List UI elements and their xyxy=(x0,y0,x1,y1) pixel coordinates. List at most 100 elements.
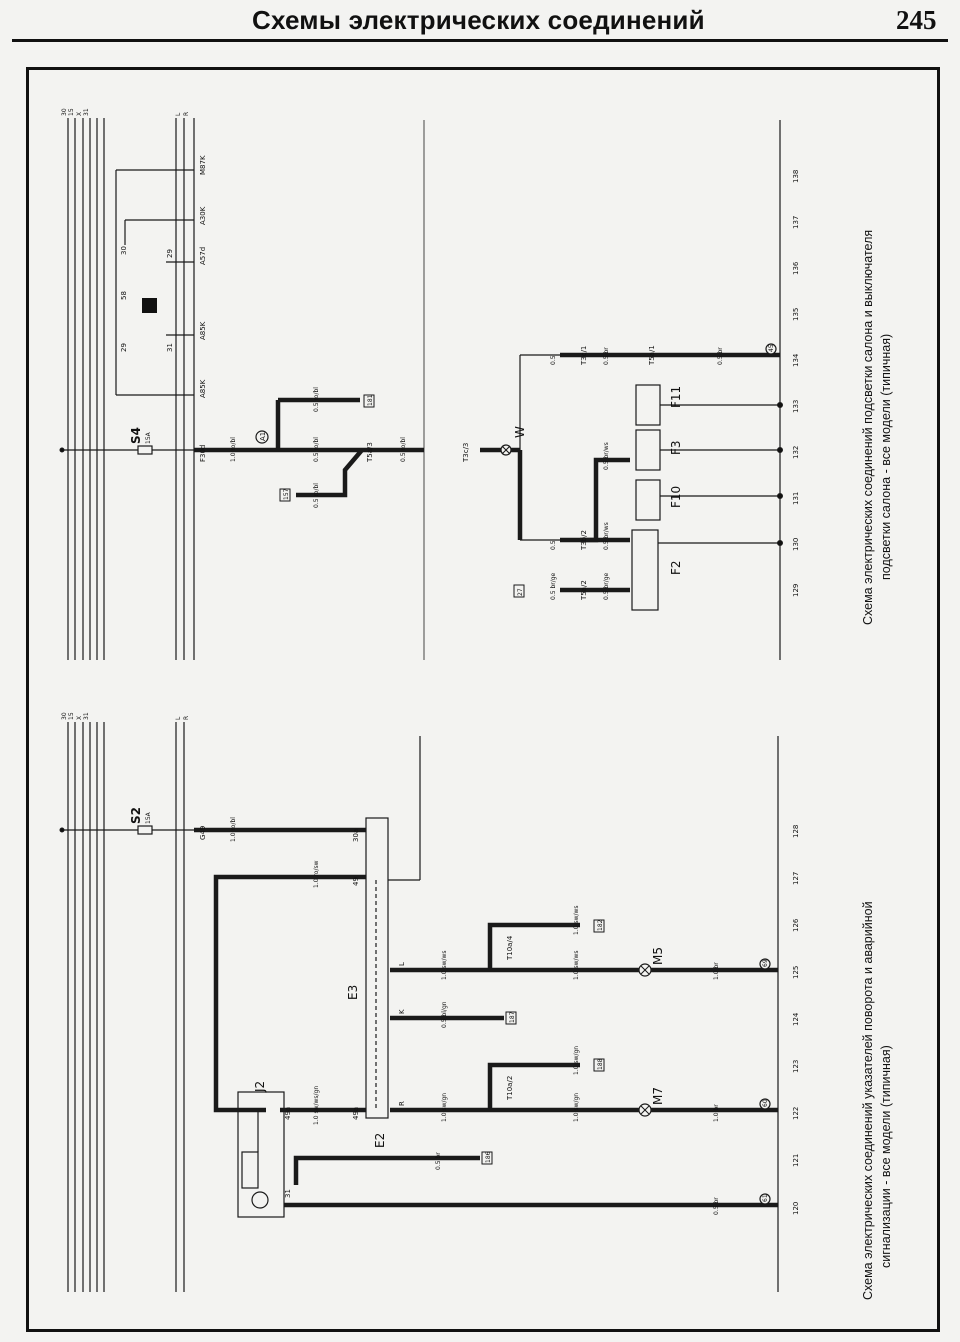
left-caption: Схема электрических соединений указателе… xyxy=(861,901,893,1300)
bus-label: 31 xyxy=(83,108,90,116)
wire-label: 0.5 ro/bl xyxy=(400,437,407,462)
relay-label: J2 xyxy=(253,1081,267,1093)
wire-label: 0.5 br/ge xyxy=(603,572,610,600)
ref-label: 27 xyxy=(517,588,524,596)
ground-label: 45 xyxy=(768,344,775,352)
wire-label: 1.0 ro/bl xyxy=(230,817,237,842)
ref-label: 188 xyxy=(597,1058,604,1070)
plug-label: T3c/3 xyxy=(462,443,470,463)
wire-label: 0.5 ro/bl xyxy=(313,387,320,412)
terminal-label: 30a xyxy=(352,829,360,842)
bus-label: R xyxy=(183,112,190,116)
switch-labels: F2 F10 F3 F11 xyxy=(669,386,683,575)
caption-line: Схема электрических соединений подсветки… xyxy=(861,230,875,625)
wire-label: 0.5 br xyxy=(713,1197,720,1215)
terminal-label: 30 xyxy=(120,246,128,255)
grid-number: 121 xyxy=(792,1154,800,1167)
connector-label: A57d xyxy=(199,247,207,265)
left-terminal-labels: 30a 49 49a 49a 31 L K R xyxy=(284,829,406,1198)
left-ref-boxes xyxy=(481,919,605,1165)
left-bus-lines xyxy=(67,722,779,1292)
switch-label: F3 xyxy=(669,440,683,455)
fuse-label: S2 xyxy=(129,807,143,824)
ref-label: 187 xyxy=(509,1011,516,1023)
wire-label: 1.0 sw/ws xyxy=(573,905,580,935)
right-caption: Схема электрических соединений подсветки… xyxy=(861,230,893,625)
lamps-m5-m7 xyxy=(638,963,652,1117)
caption-line: Схема электрических соединений указателе… xyxy=(861,901,875,1300)
node-a1 xyxy=(255,430,269,444)
terminal-label: 31 xyxy=(284,1189,292,1198)
grid-number: 137 xyxy=(792,216,800,229)
lamp-w xyxy=(500,444,512,456)
fuse-label: S4 xyxy=(129,427,143,444)
grid-number: 134 xyxy=(792,353,800,367)
grid-number: 135 xyxy=(792,308,800,321)
feed-label: F30d xyxy=(199,445,207,462)
connector-label: A85K xyxy=(199,321,207,340)
plug-label: T3b/2 xyxy=(580,530,588,551)
left-heavy-wires xyxy=(194,827,778,1208)
right-grid-numbers: 129 130 131 132 133 134 135 136 137 138 xyxy=(792,170,800,597)
terminal-label: 49a xyxy=(352,1107,360,1120)
right-plug-labels: T5a/3 T3c/3 T5a/2 T5a/1 T3b/2 T3c/1 xyxy=(366,345,656,601)
bus-label: 30 xyxy=(61,712,68,720)
grid-number: 131 xyxy=(792,492,800,505)
ground-label: 69 xyxy=(762,959,769,967)
ground-label: 61 xyxy=(762,1194,769,1202)
bus-label: X xyxy=(76,112,83,116)
connector-label: A85K xyxy=(199,379,207,398)
connector-label: A30K xyxy=(199,206,207,225)
wire-label: 0.5 br xyxy=(603,347,610,365)
right-ref-labels: 181 157 27 xyxy=(283,394,524,596)
bus-label: L xyxy=(175,112,182,116)
fuse-s2-labels: S2 15A G49 xyxy=(129,807,207,840)
ref-label: 157 xyxy=(283,488,290,500)
grid-number: 130 xyxy=(792,538,800,551)
terminal-label: R xyxy=(398,1101,406,1106)
grid-number: 128 xyxy=(792,825,800,838)
wire-label: 1.0 sw/gn xyxy=(573,1093,580,1122)
lamp-label: M7 xyxy=(651,1087,665,1105)
wire-label: 1.0 br xyxy=(713,1104,720,1122)
wire-label: 0.5 ro/bl xyxy=(313,483,320,508)
diagram-frame xyxy=(26,67,940,1332)
right-switches xyxy=(631,384,780,611)
wire-label: 1.0 sw/ws xyxy=(573,950,580,980)
switch-label: E2 xyxy=(373,1133,387,1148)
switch-label: F2 xyxy=(669,560,683,575)
grid-number: 138 xyxy=(792,170,800,183)
ref-label: 186 xyxy=(485,1151,492,1163)
wire-label: 1.0 sw/gn xyxy=(573,1046,580,1075)
grid-number: 122 xyxy=(792,1107,800,1120)
terminal-label: 49 xyxy=(352,877,360,886)
wire-label: 0.5 br/ws xyxy=(603,442,610,470)
wire-label: 1.0 sw/gn xyxy=(441,1093,448,1122)
right-feed-wires xyxy=(194,352,780,593)
lamp-label: M5 xyxy=(651,947,665,965)
right-ref-boxes xyxy=(279,394,525,598)
left-ground-points xyxy=(759,958,771,1205)
ground-label: 60 xyxy=(762,1099,769,1107)
bus-label: 30 xyxy=(61,108,68,116)
wire-label: 1.0 br xyxy=(713,962,720,980)
bus-label: 15 xyxy=(68,108,75,116)
fuse-s4-labels: S4 15A xyxy=(129,427,152,444)
wire-label: 1.0 ro/sw xyxy=(313,860,320,888)
right-connector-labels: A85K A85K A57d A30K M87K 29 58 30 31 29 … xyxy=(120,155,207,462)
bus-label: 31 xyxy=(83,712,90,720)
page-number: 245 xyxy=(896,5,937,35)
wire-label: 0.5 xyxy=(550,355,557,365)
left-wire-labels: 1.0 ro/bl 1.0 ro/sw 1.0 sw/ws/gn 0.5 br … xyxy=(230,817,720,1215)
lamp-label: W xyxy=(513,426,527,438)
fuse-s2 xyxy=(59,825,194,835)
terminal-label: K xyxy=(398,1009,406,1014)
wire-label: 0.5 ro/bl xyxy=(313,437,320,462)
wire-label: 0.5 br xyxy=(717,347,724,365)
switch-label: F10 xyxy=(669,486,683,508)
terminal-label: 58 xyxy=(120,291,128,300)
left-ground-labels: 69 60 61 xyxy=(762,959,769,1202)
wire-label: 0.5 bl/gn xyxy=(441,1001,448,1028)
caption-line: подсветки салона - все модели (типичная) xyxy=(879,334,893,580)
terminal-label: 31 xyxy=(166,343,174,352)
